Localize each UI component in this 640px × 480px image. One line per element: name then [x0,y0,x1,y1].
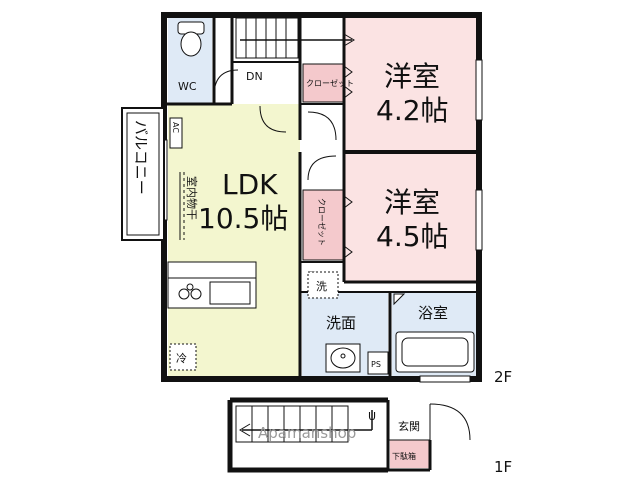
shoebox [390,440,430,468]
fridge-label: 冷 [176,352,187,365]
ldk-size: 10.5帖 [198,202,288,235]
staircase-1f [235,405,373,443]
wash-basin [325,343,361,373]
closet-1 [303,64,343,102]
wc-label: WC [178,80,197,93]
bath-door-marker [393,293,406,306]
staircase-2f [235,17,355,59]
up-label: U [368,410,376,423]
floor-1f-label: 1F [494,458,512,476]
bedroom-1-name: 洋室 [384,60,440,93]
shoebox-label: 下駄箱 [392,451,416,461]
ps-box [367,351,389,375]
watermark: Apamanshop [258,424,356,442]
ac-unit [169,117,183,149]
drying-rack [179,172,185,240]
closet-1-label: クローゼット [306,78,354,88]
ldk-name: LDK [222,168,278,201]
bedroom-2-size: 4.5帖 [376,220,449,253]
bath-label: 浴室 [418,304,448,322]
closet-2 [303,190,343,260]
walls-1f [227,397,471,473]
washer-label: 洗 [316,280,327,293]
dn-label: DN [246,70,263,83]
bathtub [395,331,475,373]
bedroom-1-room [345,18,476,150]
ac-label: AC [171,122,180,133]
closet-2-label: クローゼット [317,198,327,246]
fridge-space [169,343,197,371]
indoor-dry-label: 室内物干 [185,176,199,220]
toilet [177,21,205,57]
floor-2f-label: 2F [494,368,512,386]
bedroom-1-size: 4.2帖 [376,94,449,127]
balcony [121,107,165,241]
bedroom-2-name: 洋室 [384,186,440,219]
bedroom-2-room [345,154,476,282]
closet-doors [343,65,353,259]
ldk-room [168,104,300,376]
washroom-label: 洗面 [326,314,356,332]
washer-space [307,271,339,299]
kitchen-counter [167,261,257,309]
ps-label: PS [371,360,381,369]
entrance-label: 玄関 [398,419,420,433]
balcony-label: バルコニー [132,120,150,195]
